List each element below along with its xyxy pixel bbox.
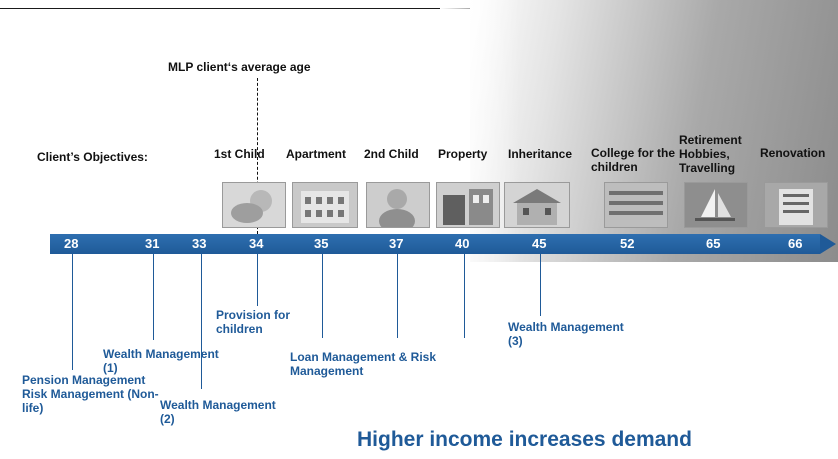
service-wealth-2: Wealth Management (2) (160, 398, 276, 426)
objective-college: College for the children (591, 146, 676, 174)
service-pension-risk: Pension Management Risk Management (Non-… (22, 373, 159, 415)
objective-apartment: Apartment (286, 147, 347, 161)
property-photo-icon (436, 182, 500, 228)
service-wealth-1: Wealth Management (1) (103, 347, 219, 375)
age-marker: 33 (192, 236, 207, 251)
age-marker: 34 (249, 236, 264, 251)
child-photo-icon (366, 182, 430, 228)
inheritance-house-photo-icon (504, 182, 570, 228)
age-marker: 31 (145, 236, 160, 251)
connector-line (540, 254, 541, 316)
age-marker: 66 (788, 236, 803, 251)
connector-line (72, 254, 73, 370)
objective-retirement: Retirement Hobbies, Travelling (679, 133, 742, 175)
connector-line (397, 254, 398, 338)
objectives-label: Client’s Objectives: (37, 150, 148, 164)
age-timeline (50, 234, 820, 254)
objective-property: Property (438, 147, 488, 161)
average-age-marker (257, 78, 258, 234)
connector-line (464, 254, 465, 338)
objective-2nd-child: 2nd Child (364, 147, 419, 161)
top-divider (0, 8, 838, 9)
age-marker: 35 (314, 236, 329, 251)
connector-line (322, 254, 323, 338)
service-provision-children: Provision for children (216, 308, 291, 336)
service-loan-risk: Loan Management & Risk Management (290, 350, 437, 378)
age-marker: 28 (64, 236, 79, 251)
objective-inheritance: Inheritance (508, 147, 573, 161)
connector-line (153, 254, 154, 340)
apartment-photo-icon (292, 182, 358, 228)
objective-1st-child: 1st Child (214, 147, 265, 161)
college-photo-icon (604, 182, 668, 228)
service-wealth-3: Wealth Management (3) (508, 320, 624, 348)
age-marker: 37 (389, 236, 404, 251)
sailboat-photo-icon (684, 182, 748, 228)
age-marker: 40 (455, 236, 470, 251)
timeline-arrow-icon (820, 234, 836, 254)
tagline: Higher income increases demand (357, 428, 692, 451)
connector-line (257, 254, 258, 306)
age-marker: 45 (532, 236, 547, 251)
objective-renovation: Renovation (760, 146, 826, 160)
average-age-label: MLP client‘s average age (168, 60, 311, 74)
baby-photo-icon (222, 182, 286, 228)
renovation-building-photo-icon (764, 182, 828, 228)
connector-line (201, 254, 202, 389)
age-marker: 65 (706, 236, 721, 251)
age-marker: 52 (620, 236, 635, 251)
